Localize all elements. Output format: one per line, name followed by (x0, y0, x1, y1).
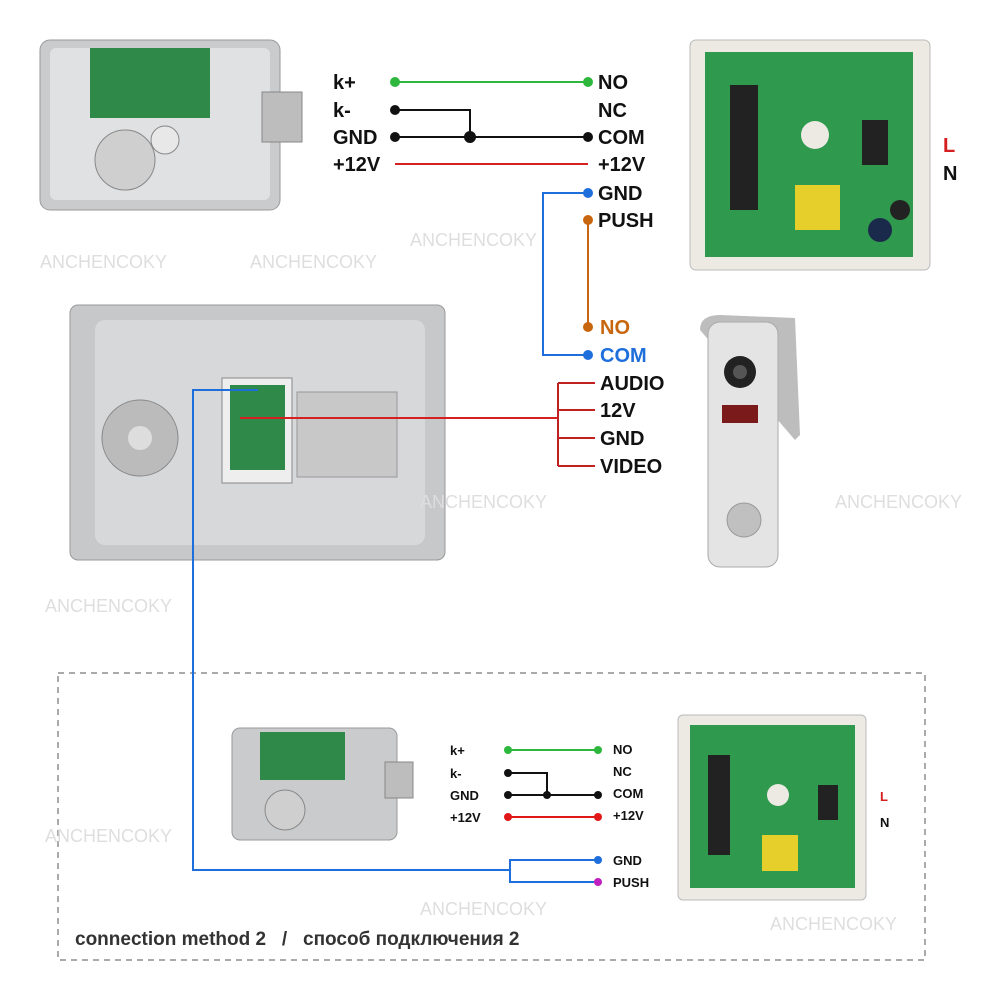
monitor-com-label: COM (600, 345, 647, 367)
method2-caption: connection method 2 / способ подключения… (75, 929, 520, 950)
m2-lock-k-minus-label: k- (450, 766, 462, 781)
lock-k-plus-label: k+ (333, 72, 356, 94)
doorbell-video-label: VIDEO (600, 456, 662, 478)
m2-lock-gnd-label: GND (450, 788, 479, 803)
method2-box (57, 672, 926, 961)
psu-push-label: PUSH (598, 210, 654, 232)
watermark: ANCHENCOKY (420, 899, 547, 919)
doorbell-wiring: AUDIO 12V GND VIDEO (557, 373, 664, 478)
top-lock-wiring: k+ k- GND +12V NO NC COM +12V GND PUSH N… (333, 72, 654, 367)
wire-blue (542, 192, 588, 356)
watermark: ANCHENCOKY (410, 230, 537, 250)
lock-gnd-label: GND (333, 127, 377, 149)
psu-com-label: COM (598, 127, 645, 149)
doorbell-12v-label: 12V (600, 400, 636, 422)
wire-black-kminus (395, 109, 471, 137)
electric-lock-image (39, 39, 303, 211)
watermark: ANCHENCOKY (45, 826, 172, 846)
wire-monitor-to-method2 (192, 389, 510, 871)
method2-wiring: k+ k- GND +12V NO NC COM +12V GND PUSH (450, 742, 649, 890)
doorbell-audio-label: AUDIO (600, 373, 664, 395)
doorbell-gnd-label: GND (600, 428, 644, 450)
lock-12v-label: +12V (333, 154, 381, 176)
electric-lock-image-small (231, 727, 414, 841)
watermarks: ANCHENCOKY ANCHENCOKY ANCHENCOKY ANCHENC… (40, 230, 962, 934)
watermark: ANCHENCOKY (770, 914, 897, 934)
lock-k-minus-label: k- (333, 100, 351, 122)
doorbell-camera-image (700, 315, 800, 568)
psu-12v-label: +12V (598, 154, 646, 176)
power-supply-image-small (677, 714, 867, 901)
m2-psu-com-label: COM (613, 786, 643, 801)
m2-mains-l-label: L (880, 789, 888, 804)
monitor-no-label: NO (600, 317, 630, 339)
psu-nc-label: NC (598, 100, 627, 122)
monitor-back-image (69, 304, 446, 561)
m2-mains-n-label: N (880, 815, 889, 830)
m2-psu-push-label: PUSH (613, 875, 649, 890)
watermark: ANCHENCOKY (45, 596, 172, 616)
m2-lock-k-plus-label: k+ (450, 743, 465, 758)
m2-lock-12v-label: +12V (450, 810, 481, 825)
psu-gnd-label: GND (598, 183, 642, 205)
power-supply-image (689, 39, 931, 271)
mains-l-label: L (943, 135, 955, 157)
m2-psu-12v-label: +12V (613, 808, 644, 823)
watermark: ANCHENCOKY (40, 252, 167, 272)
mains-n-label: N (943, 163, 957, 185)
watermark: ANCHENCOKY (835, 492, 962, 512)
m2-psu-gnd-label: GND (613, 853, 642, 868)
wire-method2-branch (509, 859, 598, 883)
watermark: ANCHENCOKY (420, 492, 547, 512)
m2-psu-no-label: NO (613, 742, 633, 757)
m2-psu-nc-label: NC (613, 764, 632, 779)
watermark: ANCHENCOKY (250, 252, 377, 272)
psu-no-label: NO (598, 72, 628, 94)
